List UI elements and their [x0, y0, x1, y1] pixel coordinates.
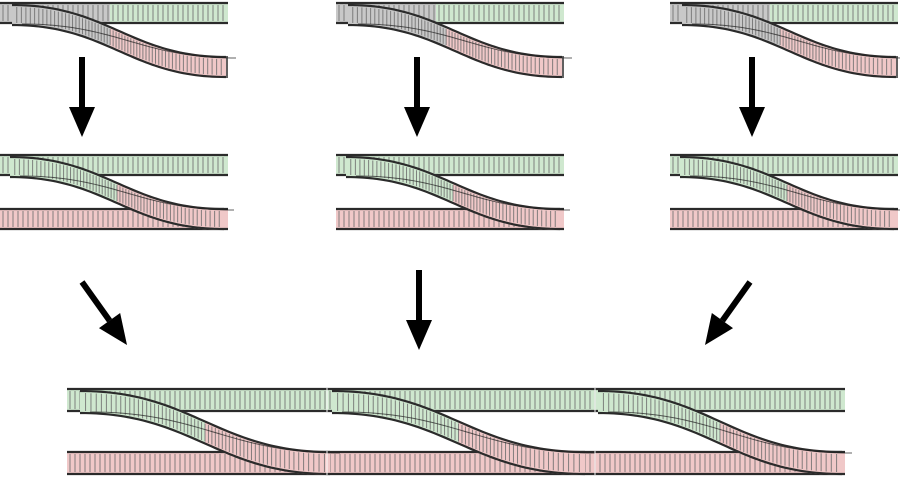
assembled-crossover-3: [597, 389, 853, 476]
assembled-main-track: [67, 387, 845, 413]
assembled-crossover-2: [331, 389, 596, 476]
diagonal-arrow-icon: [705, 280, 753, 345]
down-arrow-icon: [739, 57, 765, 137]
assembled-parallel-track: [67, 450, 845, 476]
diagonal-arrow-icon: [79, 280, 127, 345]
down-arrow-icon: [404, 57, 430, 137]
assembled-track: [67, 387, 853, 476]
diverging-track: [11, 3, 237, 79]
input-turnout-1-prepared: [0, 153, 235, 231]
assembled-crossover-1: [79, 389, 341, 476]
down-arrow-icon: [69, 57, 95, 137]
straight-track-main: [436, 1, 564, 25]
input-turnout-2-prepared: [336, 153, 571, 231]
input-turnout-3-prepared: [670, 153, 900, 231]
input-turnout-1-original: [0, 1, 237, 79]
crossover-track: [345, 155, 571, 231]
straight-track-main: [110, 1, 228, 25]
input-turnout-3-original: [670, 1, 900, 79]
diverging-track: [681, 3, 900, 79]
crossover-track: [679, 155, 900, 231]
down-arrow-icon: [406, 270, 432, 350]
diverging-track: [347, 3, 573, 79]
straight-track-main: [770, 1, 898, 25]
crossover-track: [9, 155, 235, 231]
input-turnout-2-original: [336, 1, 573, 79]
